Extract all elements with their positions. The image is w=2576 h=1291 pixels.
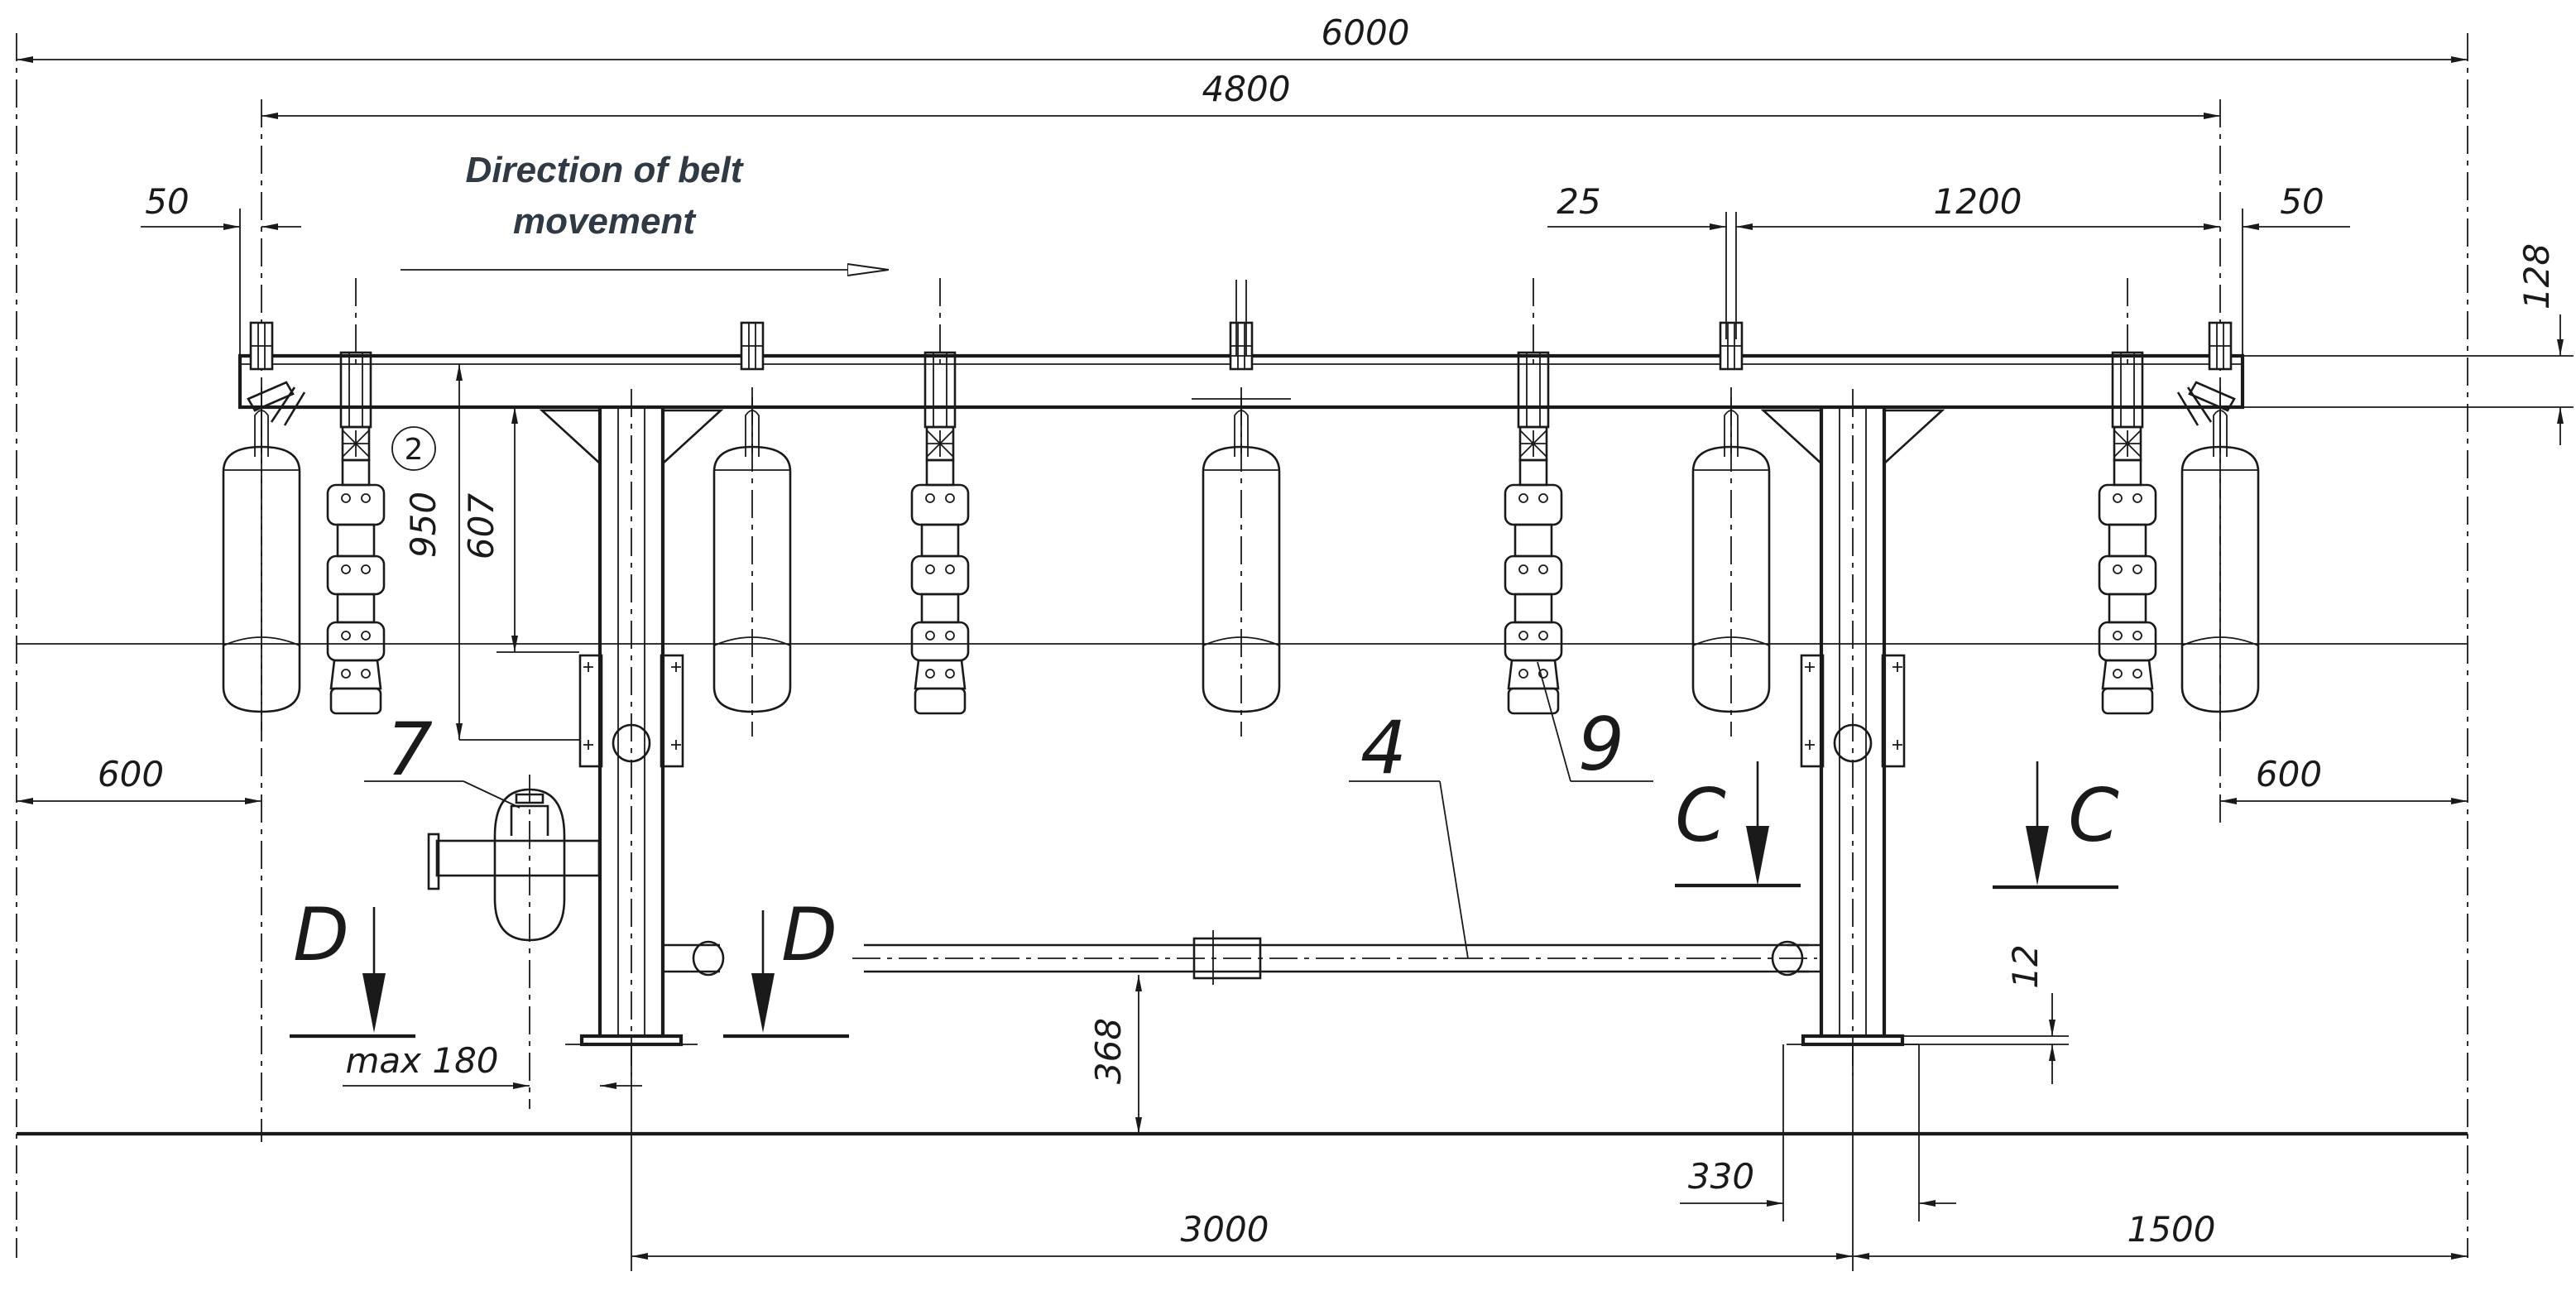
dim-post-spacing: 3000 [1181,1209,1269,1250]
drive-shaft [664,930,1820,985]
svg-text:C: C [2068,773,2119,858]
section-c-right: C [1993,761,2119,890]
item-4-label: 4 [1360,705,1407,790]
dim-rail-height: 128 [2516,243,2557,310]
svg-text:C: C [1675,773,1726,858]
dim-max-180: max 180 [345,1040,498,1081]
item-2-label: 2 [405,433,424,467]
roller-1 [222,386,301,738]
section-c-left: C [1675,761,1801,888]
dim-right-offset: 50 [2280,181,2324,222]
svg-text:D: D [781,892,837,977]
dim-spacing-25: 25 [1557,181,1600,222]
roller-2 [712,386,792,738]
dim-base-plate-width: 330 [1688,1156,1754,1197]
roller-5 [2180,386,2260,738]
tensioner-2 [910,276,970,715]
clamp-2 [740,321,765,371]
left-support-post [542,389,721,1076]
dim-overall-length: 6000 [1322,12,1410,53]
dim-rail-length: 4800 [1202,69,1291,109]
dim-drop-height: 950 [403,492,444,558]
right-end-bracket [2176,381,2236,426]
dim-right-post-to-end: 1500 [2127,1209,2216,1250]
tensioner-4 [2098,276,2157,715]
clamp-3 [1229,321,1254,371]
clamp-4 [1719,321,1744,371]
dim-right-overhang: 600 [2256,754,2322,794]
item-9-label: 9 [1578,702,1624,787]
dim-hanger-height: 607 [461,493,501,559]
dim-left-overhang: 600 [98,754,164,794]
dim-base-plate-thickness: 12 [2005,944,2046,988]
dim-pitch-1200: 1200 [1934,181,2022,222]
roller-3 [1202,386,1281,738]
tensioner-1 [326,276,386,715]
caption-line-1: Direction of belt [466,150,745,190]
dim-floor-clearance: 368 [1088,1018,1129,1084]
right-support-post [1763,389,1942,1076]
dim-left-offset: 50 [145,181,189,222]
clamp-1 [249,321,274,371]
item-7-label: 7 [386,707,433,792]
roller-4 [1691,386,1771,738]
left-end-bracket [247,381,306,426]
clamp-5 [2208,321,2233,371]
caption-line-2: movement [513,201,697,242]
item-2-balloon [391,426,436,471]
svg-text:D: D [293,892,349,977]
section-d-right: D [723,892,849,1039]
tensioner-3 [1504,276,1563,715]
item-7-fitting [427,775,601,1109]
section-d-left: D [290,892,415,1039]
